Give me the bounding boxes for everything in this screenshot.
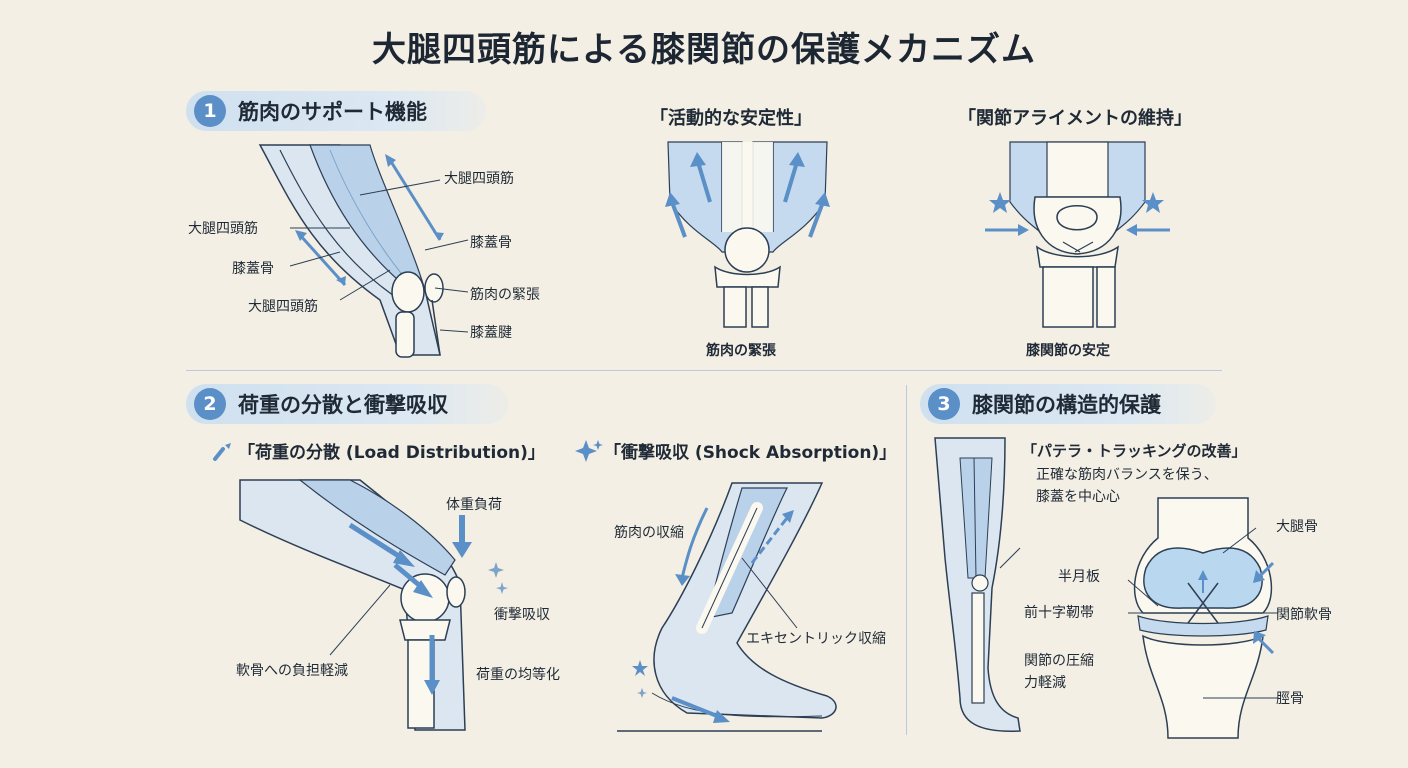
label-quadriceps-left: 大腿四頭筋 bbox=[188, 221, 258, 237]
label-compression-1: 関節の圧縮 bbox=[1024, 653, 1094, 669]
label-quadriceps-bottom: 大腿四頭筋 bbox=[248, 299, 318, 315]
alignment-caption: 膝関節の安定 bbox=[1026, 343, 1110, 359]
label-compression-2: 力軽減 bbox=[1024, 675, 1066, 691]
shock-absorption-illustration bbox=[617, 482, 837, 732]
label-shock-absorb: 衝撃吸収 bbox=[494, 607, 550, 623]
active-stability-caption: 筋肉の緊張 bbox=[706, 343, 776, 359]
load-distribution-title: 「荷重の分散 (Load Distribution)」 bbox=[238, 443, 545, 463]
section-1-number: 1 bbox=[194, 95, 226, 127]
knee-joint-detail-illustration bbox=[1127, 497, 1278, 739]
section-2-number: 2 bbox=[194, 388, 226, 420]
page-title: 大腿四頭筋による膝関節の保護メカニズム bbox=[372, 30, 1036, 70]
section-3-header: 3 膝関節の構造的保護 bbox=[920, 384, 1216, 424]
patella-tracking-title: 「パテラ・トラッキングの改善」 bbox=[1022, 442, 1247, 460]
label-patella-right: 膝蓋骨 bbox=[470, 235, 512, 251]
alignment-illustration bbox=[985, 141, 1170, 328]
label-acl: 前十字靭帯 bbox=[1024, 605, 1094, 621]
label-eccentric-contraction: エキセントリック収縮 bbox=[746, 631, 886, 647]
knee-side-illustration bbox=[258, 144, 469, 358]
shock-absorption-icon bbox=[575, 440, 603, 462]
label-patellar-tendon: 膝蓋腱 bbox=[470, 325, 512, 341]
label-femur: 大腿骨 bbox=[1276, 519, 1318, 535]
label-meniscus: 半月板 bbox=[1058, 569, 1100, 585]
section-3-number: 3 bbox=[928, 388, 960, 420]
label-articular-cartilage: 関節軟骨 bbox=[1276, 607, 1332, 623]
label-tibia: 脛骨 bbox=[1276, 691, 1304, 707]
section-1-header: 1 筋肉のサポート機能 bbox=[186, 91, 486, 131]
load-distribution-illustration bbox=[239, 479, 472, 731]
active-stability-illustration bbox=[665, 141, 830, 328]
section-2-header: 2 荷重の分散と衝撃吸収 bbox=[186, 384, 508, 424]
label-quadriceps-top: 大腿四頭筋 bbox=[444, 171, 514, 187]
section-divider-horizontal bbox=[186, 370, 1222, 371]
shock-absorption-title: 「衝撃吸収 (Shock Absorption)」 bbox=[604, 443, 897, 463]
patella-tracking-desc-2: 膝蓋を中心心 bbox=[1036, 489, 1120, 505]
section-3-label: 膝関節の構造的保護 bbox=[972, 393, 1161, 417]
sparkle-icon bbox=[488, 562, 508, 594]
patella-tracking-desc-1: 正確な筋肉バランスを保う、 bbox=[1036, 467, 1218, 483]
label-load-equalize: 荷重の均等化 bbox=[476, 667, 560, 683]
label-patella-left: 膝蓋骨 bbox=[232, 261, 274, 277]
section-divider-vertical bbox=[906, 385, 907, 735]
active-stability-title: 「活動的な安定性」 bbox=[650, 108, 812, 129]
label-body-load: 体重負荷 bbox=[446, 497, 502, 513]
load-distribution-icon bbox=[213, 443, 231, 461]
label-muscle-contraction: 筋肉の収縮 bbox=[614, 525, 684, 541]
section-2-label: 荷重の分散と衝撃吸収 bbox=[238, 393, 448, 417]
full-leg-illustration bbox=[934, 437, 1021, 732]
label-cartilage-load: 軟骨への負担軽減 bbox=[236, 663, 348, 679]
alignment-title: 「関節アライメントの維持」 bbox=[958, 108, 1192, 129]
section-1-label: 筋肉のサポート機能 bbox=[238, 100, 427, 124]
label-muscle-tension: 筋肉の緊張 bbox=[470, 287, 540, 303]
